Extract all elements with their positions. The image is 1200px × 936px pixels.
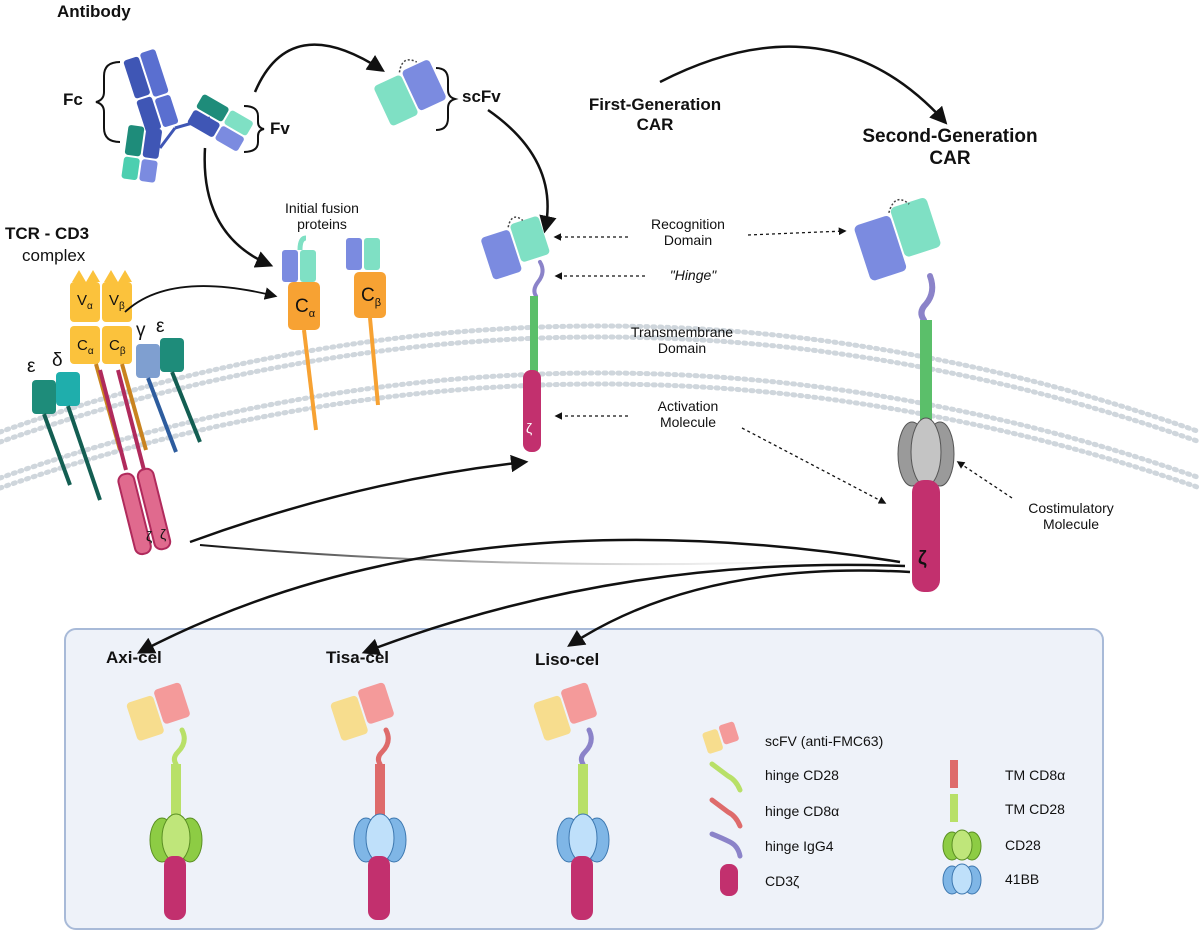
tcr-cd3-subtitle: complex	[22, 246, 86, 265]
flow-arrows	[124, 43, 948, 656]
fv-label: Fv	[270, 119, 290, 138]
legend-label-cd28: CD28	[1005, 837, 1041, 853]
legend-label-scfv: scFV (anti-FMC63)	[765, 733, 884, 749]
antibody-illustration	[121, 49, 253, 183]
legend-label-tm-cd28: TM CD28	[1005, 801, 1065, 817]
product-name-axi-cel: Axi-cel	[106, 648, 162, 667]
fv-brace	[243, 105, 265, 153]
v-alpha-glyph: Vα	[77, 292, 93, 312]
hinge-label: "Hinge"	[669, 267, 717, 283]
legend-label-41bb: 41BB	[1005, 871, 1040, 887]
tcr-zeta-glyph-2: ζ	[160, 526, 167, 542]
legend-icons	[702, 721, 982, 896]
first-generation-car	[481, 216, 550, 452]
scfv-brace	[435, 67, 459, 131]
first-generation-label: First-Generation CAR	[588, 95, 722, 134]
product-car-liso-cel	[533, 682, 610, 920]
tcr-cd3-title: TCR - CD3	[5, 224, 90, 243]
activation-molecule-label: Activation Molecule	[657, 398, 719, 431]
epsilon-right-glyph: ε	[156, 316, 165, 337]
legend-label-hinge-cd8a: hinge CD8α	[765, 803, 840, 819]
recognition-domain-label: Recognition Domain	[651, 216, 725, 249]
tcr-cd3-complex	[32, 270, 202, 556]
fusion-c-beta-glyph: Cβ	[361, 285, 382, 309]
epsilon-left-glyph: ε	[27, 356, 36, 377]
product-name-liso-cel: Liso-cel	[535, 650, 600, 669]
product-car-tisa-cel	[330, 682, 407, 920]
first-gen-zeta-glyph: ζ	[526, 420, 533, 436]
product-car-axi-cel	[126, 682, 203, 920]
second-generation-car	[854, 197, 955, 592]
antibody-label: Antibody	[57, 2, 131, 21]
transmembrane-domain-label: Transmembrane Domain	[630, 324, 734, 357]
legend-label-cd3-zeta: CD3ζ	[765, 873, 800, 889]
legend-label-tm-cd8a: TM CD8α	[1005, 767, 1066, 783]
c-alpha-glyph: Cα	[77, 337, 94, 357]
second-gen-zeta-glyph: ζ	[918, 548, 927, 569]
delta-glyph: δ	[52, 350, 63, 371]
scfv-label: scFv	[462, 87, 501, 106]
v-beta-glyph: Vβ	[109, 292, 125, 312]
fusion-c-alpha-glyph: Cα	[295, 296, 316, 320]
second-generation-label: Second-Generation CAR	[862, 126, 1038, 169]
scfv-illustration	[374, 59, 446, 126]
product-name-tisa-cel: Tisa-cel	[326, 648, 390, 667]
initial-fusion-label: Initial fusion proteins	[285, 200, 359, 233]
legend-label-hinge-cd28: hinge CD28	[765, 767, 839, 783]
tcr-zeta-glyph-1: ζ	[146, 528, 153, 544]
initial-fusion-proteins	[282, 235, 386, 431]
pointer-arrows	[553, 227, 1013, 504]
costimulatory-molecule-label: Costimulatory Molecule	[1028, 500, 1114, 533]
c-beta-glyph: Cβ	[109, 337, 126, 357]
gamma-glyph: γ	[136, 320, 146, 341]
fc-brace	[95, 61, 121, 143]
fc-label: Fc	[63, 90, 83, 109]
legend-label-hinge-igg4: hinge IgG4	[765, 838, 834, 854]
